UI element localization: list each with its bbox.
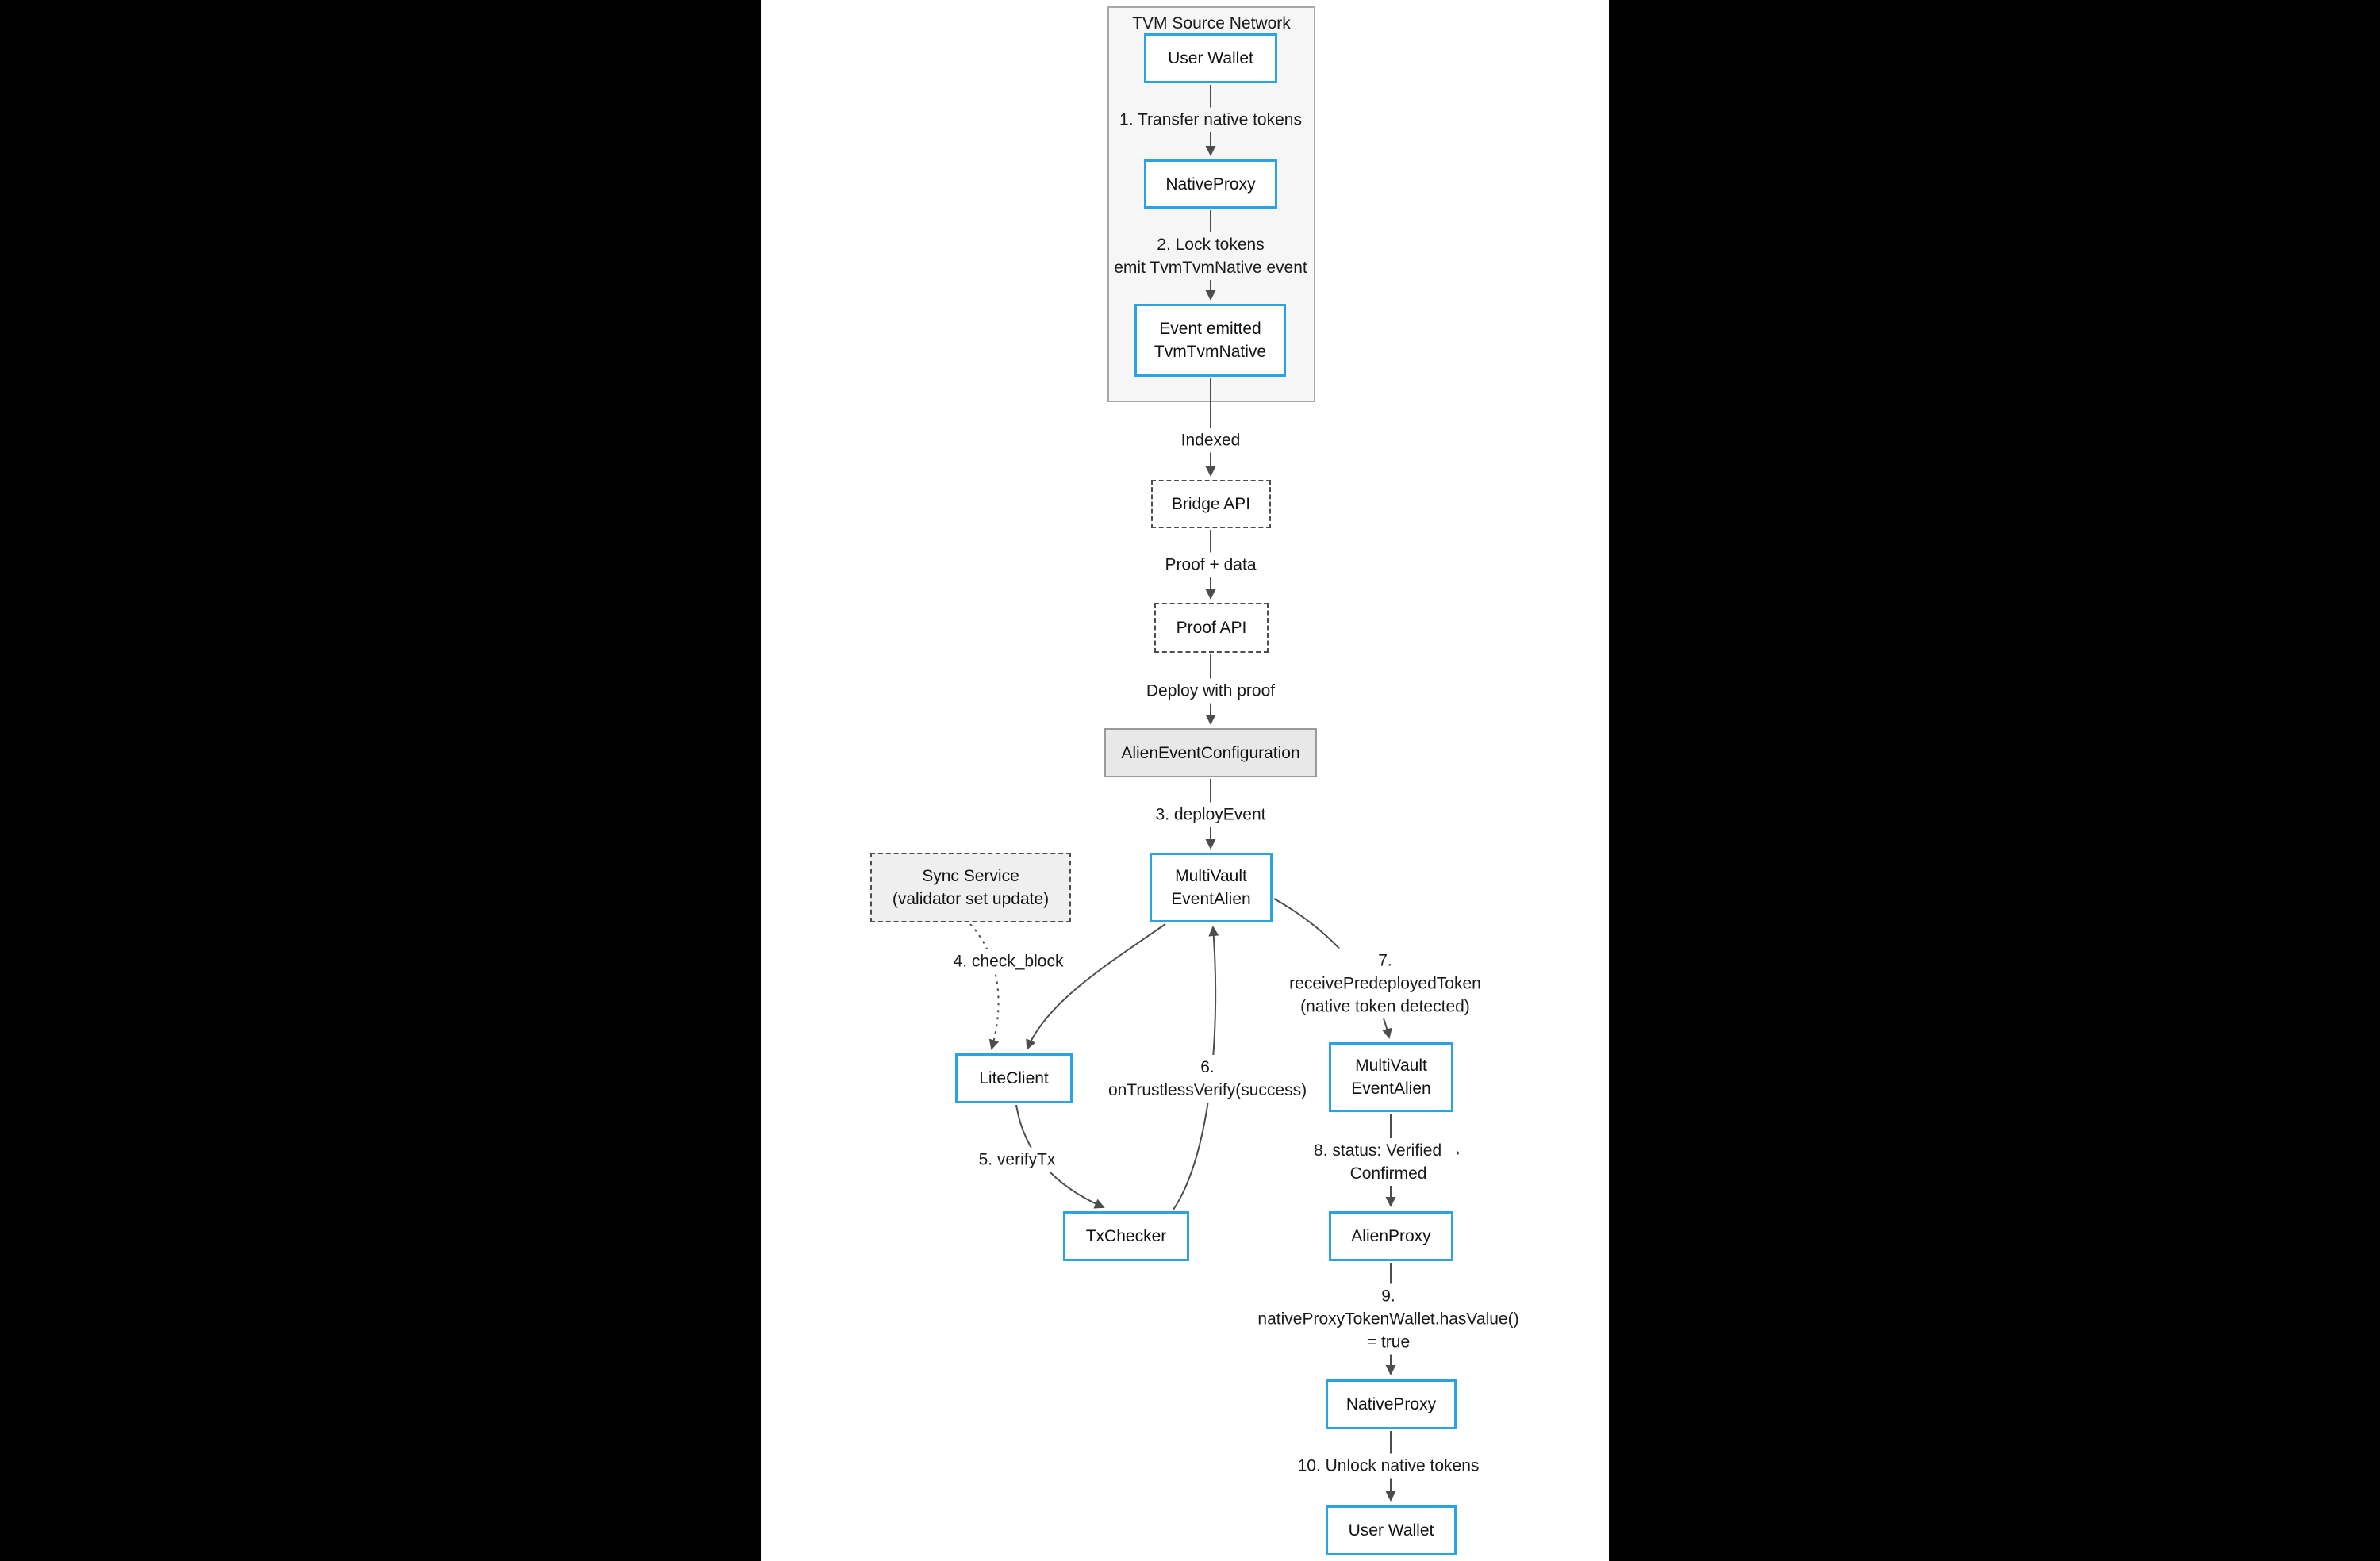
node-event-emitted: Event emitted TvmTvmNative [1134, 304, 1286, 377]
node-bridge-api: Bridge API [1151, 480, 1271, 528]
node-user-wallet-source: User Wallet [1144, 33, 1277, 83]
node-multivault-event-alien-2: MultiVault EventAlien [1329, 1042, 1453, 1112]
edge-label-deploy-with-proof: Deploy with proof [1141, 678, 1280, 704]
node-native-proxy-source: NativeProxy [1144, 159, 1277, 209]
edge-label-proof-data: Proof + data [1160, 552, 1261, 577]
edge-label-9-native-proxy-token-wallet: 9. nativeProxyTokenWallet.hasValue() = t… [1253, 1283, 1524, 1355]
node-alien-event-configuration: AlienEventConfiguration [1104, 728, 1317, 777]
node-user-wallet-destination: User Wallet [1326, 1505, 1457, 1555]
edge-label-2-lock-tokens: 2. Lock tokens emit TvmTvmNative event [1109, 232, 1312, 280]
edge-label-indexed: Indexed [1176, 428, 1246, 453]
node-sync-service: Sync Service (validator set update) [870, 853, 1071, 922]
edge-4-check-block [1026, 923, 1166, 1050]
diagram-canvas: TVM Source Network 1. Transfer native to [761, 0, 1609, 1561]
node-native-proxy-destination: NativeProxy [1326, 1379, 1457, 1429]
edge-label-6-on-trustless-verify: 6. onTrustlessVerify(success) [1103, 1055, 1312, 1103]
subgraph-title: TVM Source Network [1132, 14, 1291, 33]
edge-label-7-receive-predeployed-token: 7. receivePredeployedToken (native token… [1284, 948, 1486, 1019]
edge-label-5-verify-tx: 5. verifyTx [973, 1147, 1061, 1172]
edge-sync-service-dotted [969, 923, 1000, 1050]
node-tx-checker: TxChecker [1063, 1211, 1189, 1261]
node-lite-client: LiteClient [955, 1053, 1073, 1103]
edge-label-4-check-block: 4. check_block [948, 949, 1069, 974]
node-alien-proxy: AlienProxy [1329, 1211, 1453, 1261]
node-proof-api: Proof API [1154, 603, 1269, 653]
edge-label-8-status-verified-confirmed: 8. status: Verified → Confirmed [1309, 1138, 1468, 1186]
node-multivault-event-alien-1: MultiVault EventAlien [1150, 853, 1273, 922]
edge-label-10-unlock-native-tokens: 10. Unlock native tokens [1292, 1453, 1484, 1479]
edge-label-1-transfer-native-tokens: 1. Transfer native tokens [1115, 107, 1307, 132]
edge-label-3-deploy-event: 3. deployEvent [1150, 802, 1271, 827]
